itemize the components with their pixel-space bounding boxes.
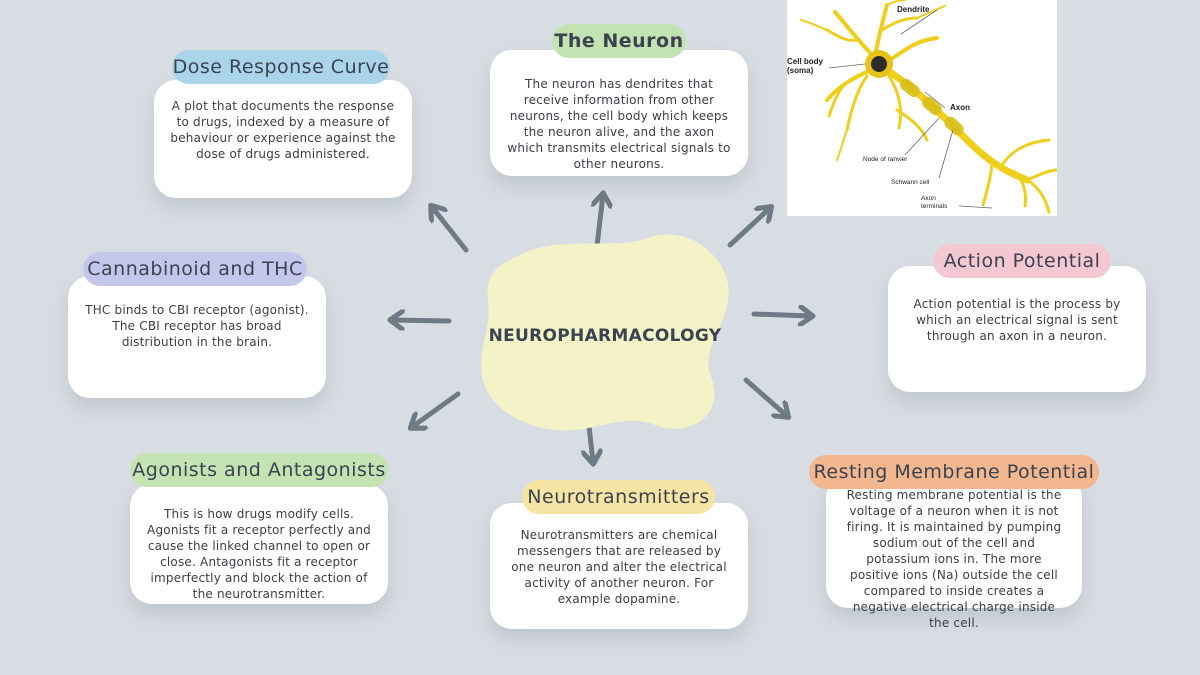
center-title: NEUROPHARMACOLOGY xyxy=(488,326,722,346)
label-axon-terminals-2: terminals xyxy=(921,203,948,210)
label-node-of-ranvier: Node of ranvier xyxy=(863,156,908,163)
dose-response-text: A plot that documents the response to dr… xyxy=(170,99,396,161)
label-schwann-cell: Schwann cell xyxy=(891,179,930,186)
agonists-title: Agonists and Antagonists xyxy=(130,453,388,487)
action-potential-text: Action potential is the process by which… xyxy=(913,297,1121,343)
arrow-to-neuron xyxy=(597,195,603,249)
neurotransmitters-text: Neurotransmitters are chemical messenger… xyxy=(511,528,727,606)
neuron-card: The neuron has dendrites that receive in… xyxy=(490,50,748,176)
neurotransmitters-title: Neurotransmitters xyxy=(522,480,715,514)
cannabinoid-title: Cannabinoid and THC xyxy=(83,252,307,286)
agonists-text: This is how drugs modify cells. Agonists… xyxy=(147,507,371,601)
cannabinoid-card: THC binds to CBI receptor (agonist). The… xyxy=(68,276,326,398)
label-axon-terminals-1: Axon xyxy=(921,195,936,202)
neuron-text: The neuron has dendrites that receive in… xyxy=(507,77,731,171)
arrow-to-neuron-image xyxy=(727,208,770,248)
arrow-to-agonists xyxy=(412,391,461,427)
arrow-to-resting xyxy=(743,377,787,416)
dose-response-title: Dose Response Curve xyxy=(172,50,390,84)
resting-potential-title: Resting Membrane Potential xyxy=(809,455,1099,489)
label-soma: (soma) xyxy=(787,66,814,75)
agonists-card: This is how drugs modify cells. Agonists… xyxy=(130,484,388,604)
action-potential-title: Action Potential xyxy=(933,244,1111,278)
neuron-diagram-image: Dendrite Cell body (soma) Axon Node of r… xyxy=(787,0,1059,216)
cannabinoid-text: THC binds to CBI receptor (agonist). The… xyxy=(85,303,309,349)
label-axon: Axon xyxy=(950,103,970,112)
action-potential-card: Action potential is the process by which… xyxy=(888,266,1146,392)
label-cell-body: Cell body xyxy=(787,57,824,66)
arrow-to-neurotransmitters xyxy=(587,405,593,462)
arrow-to-cannabinoid xyxy=(392,320,452,321)
neurotransmitters-card: Neurotransmitters are chemical messenger… xyxy=(490,503,748,629)
resting-potential-card: Resting membrane potential is the voltag… xyxy=(826,476,1082,630)
label-dendrite: Dendrite xyxy=(897,5,930,14)
neuron-title: The Neuron xyxy=(552,24,686,58)
dose-response-card: A plot that documents the response to dr… xyxy=(154,80,412,198)
arrow-to-action xyxy=(751,314,811,316)
resting-potential-text: Resting membrane potential is the voltag… xyxy=(846,488,1062,630)
arrow-to-dose xyxy=(432,207,469,253)
